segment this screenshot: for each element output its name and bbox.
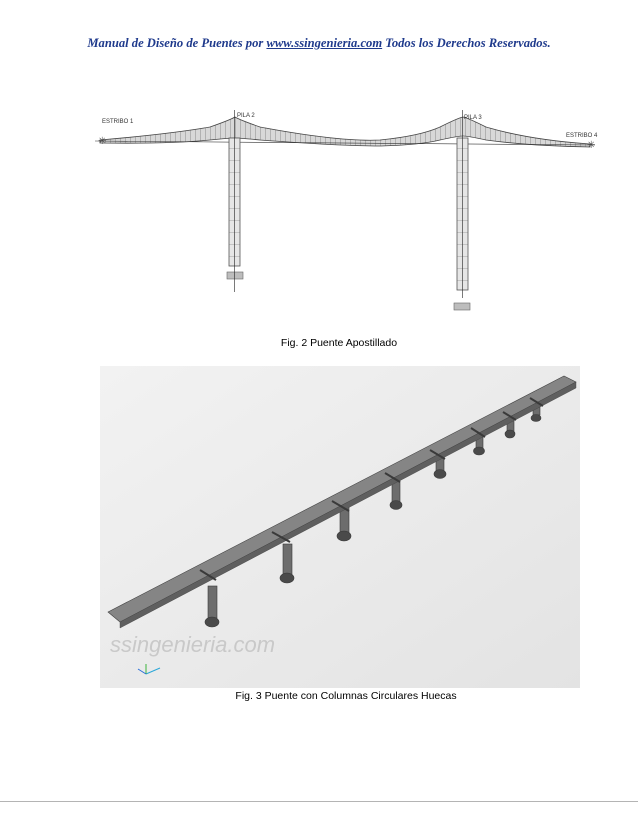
support-marker-right: ✳	[587, 140, 595, 151]
footer-rule	[0, 801, 638, 802]
bridge-elevation-figure: ✳ ✳ ESTRIBO 1 PILA 2 PILA 3 ESTRIBO 4	[94, 110, 598, 311]
header-link[interactable]: www.ssingenieria.com	[266, 36, 383, 50]
support-marker-left: ✳	[98, 136, 106, 147]
figure-3-caption: Fig. 3 Puente con Columnas Circulares Hu…	[235, 690, 457, 702]
axis-triad-icon	[137, 664, 161, 675]
label-estribo-4: ESTRIBO 4	[566, 133, 598, 139]
figure-2-caption: Fig. 2 Puente Apostillado	[280, 337, 398, 349]
bridge-3d-figure: ssingenieria.com	[100, 366, 580, 688]
diaphragms	[199, 397, 544, 581]
bridge-deck	[99, 116, 591, 148]
header-suffix: Todos los Derechos Reservados.	[382, 36, 551, 50]
label-pila-2: PILA 2	[237, 113, 255, 119]
header-prefix: Manual de Diseño de Puentes por	[87, 36, 267, 50]
deck-side	[119, 381, 577, 629]
label-estribo-1: ESTRIBO 1	[102, 119, 134, 125]
columns	[204, 398, 542, 628]
watermark: ssingenieria.com	[110, 632, 275, 657]
page-header: Manual de Diseño de Puentes por www.ssin…	[0, 36, 638, 51]
label-pila-3: PILA 3	[464, 115, 482, 121]
